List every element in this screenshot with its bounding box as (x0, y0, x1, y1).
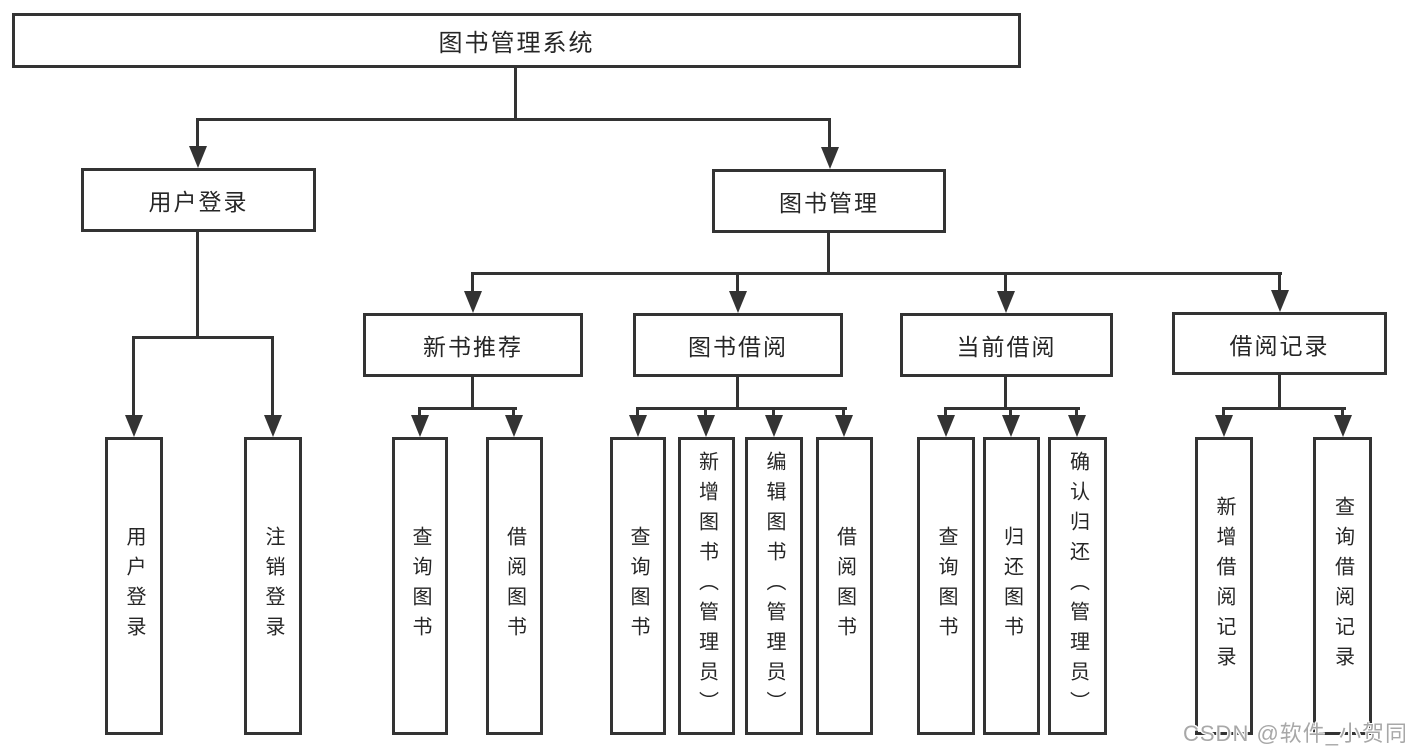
leaf-borrowing-query-books: 查询图书 (610, 437, 666, 735)
node-label: 图书管理 (779, 190, 879, 216)
connector-line (1341, 407, 1344, 419)
arrowhead-down-icon (1002, 415, 1020, 437)
connector-line (132, 336, 135, 418)
node-label: 借阅记录 (1229, 332, 1330, 359)
leaf-newbooks-borrow-books: 借阅图书 (486, 437, 543, 735)
connector-line (944, 407, 947, 419)
leaf-records-add-record: 新增借阅记录 (1195, 437, 1253, 735)
connector-line (944, 407, 1080, 410)
connector-line (1222, 407, 1346, 410)
node-label: 归还图书 (1000, 526, 1023, 646)
arrowhead-down-icon (264, 415, 282, 437)
node-book-management: 图书管理 (712, 169, 946, 233)
connector-line (1278, 272, 1281, 294)
node-label: 用户登录 (148, 189, 249, 215)
connector-line (1009, 407, 1012, 419)
leaf-current-return-books: 归还图书 (983, 437, 1040, 735)
node-label: 新增图书（管理员） (695, 451, 718, 721)
connector-line (1004, 272, 1007, 294)
leaf-logout: 注销登录 (244, 437, 302, 735)
connector-line (704, 407, 707, 419)
node-label: 图书借阅 (688, 334, 788, 360)
connector-line (418, 407, 517, 410)
leaf-borrowing-add-books: 新增图书（管理员） (678, 437, 735, 735)
leaf-current-confirm-return: 确认归还（管理员） (1048, 437, 1107, 735)
arrowhead-down-icon (729, 291, 747, 313)
node-label: 当前借阅 (956, 334, 1057, 360)
node-label: 确认归还（管理员） (1066, 451, 1089, 721)
arrowhead-down-icon (835, 415, 853, 437)
leaf-records-query-record: 查询借阅记录 (1313, 437, 1372, 735)
node-label: 用户登录 (123, 526, 145, 646)
node-label: 图书管理系统 (438, 30, 595, 57)
arrowhead-down-icon (765, 415, 783, 437)
connector-line (196, 118, 199, 148)
node-label: 查询借阅记录 (1331, 496, 1354, 676)
node-borrow-records: 借阅记录 (1172, 312, 1387, 375)
arrowhead-down-icon (464, 291, 482, 313)
connector-line (636, 407, 639, 419)
leaf-newbooks-query-books: 查询图书 (392, 437, 448, 735)
connector-line (736, 272, 739, 294)
arrowhead-down-icon (629, 415, 647, 437)
leaf-borrowing-borrow-books: 借阅图书 (816, 437, 873, 735)
connector-line (512, 407, 515, 419)
arrowhead-down-icon (1334, 415, 1352, 437)
arrowhead-down-icon (937, 415, 955, 437)
connector-line (418, 407, 421, 419)
arrowhead-down-icon (697, 415, 715, 437)
leaf-user-login: 用户登录 (105, 437, 163, 735)
connector-line (514, 68, 517, 118)
leaf-borrowing-edit-books: 编辑图书（管理员） (745, 437, 803, 735)
connector-line (132, 336, 274, 339)
node-label: 借阅图书 (503, 526, 526, 646)
node-label: 查询图书 (627, 526, 649, 646)
arrowhead-down-icon (1068, 415, 1086, 437)
connector-line (1075, 407, 1078, 419)
arrowhead-down-icon (411, 415, 429, 437)
node-library-system: 图书管理系统 (12, 13, 1021, 68)
connector-line (1004, 377, 1007, 410)
node-user-login: 用户登录 (81, 168, 316, 232)
connector-line (636, 407, 847, 410)
node-label: 编辑图书（管理员） (763, 451, 785, 721)
node-book-borrowing: 图书借阅 (633, 313, 843, 377)
connector-line (271, 336, 274, 418)
connector-line (471, 272, 474, 294)
connector-line (196, 118, 831, 121)
connector-line (827, 233, 830, 275)
connector-line (471, 377, 474, 410)
connector-line (1222, 407, 1225, 419)
arrowhead-down-icon (1215, 415, 1233, 437)
node-label: 新书推荐 (423, 334, 523, 360)
connector-line (772, 407, 775, 419)
node-label: 注销登录 (262, 526, 284, 646)
connector-line (196, 232, 199, 339)
leaf-current-query-books: 查询图书 (917, 437, 975, 735)
connector-line (736, 377, 739, 410)
node-label: 查询图书 (409, 526, 431, 646)
arrowhead-down-icon (997, 291, 1015, 313)
arrowhead-down-icon (505, 415, 523, 437)
node-current-borrowing: 当前借阅 (900, 313, 1113, 377)
node-label: 新增借阅记录 (1213, 496, 1235, 676)
arrowhead-down-icon (189, 146, 207, 168)
node-label: 查询图书 (935, 526, 957, 646)
csdn-watermark: CSDN @软件_小贺同学 (1183, 721, 1405, 746)
arrowhead-down-icon (1271, 290, 1289, 312)
connector-line (828, 118, 831, 149)
connector-line (1278, 375, 1281, 410)
connector-line (471, 272, 1282, 275)
connector-line (842, 407, 845, 419)
node-label: 借阅图书 (833, 526, 856, 646)
node-new-book-recommend: 新书推荐 (363, 313, 583, 377)
arrowhead-down-icon (821, 147, 839, 169)
arrowhead-down-icon (125, 415, 143, 437)
